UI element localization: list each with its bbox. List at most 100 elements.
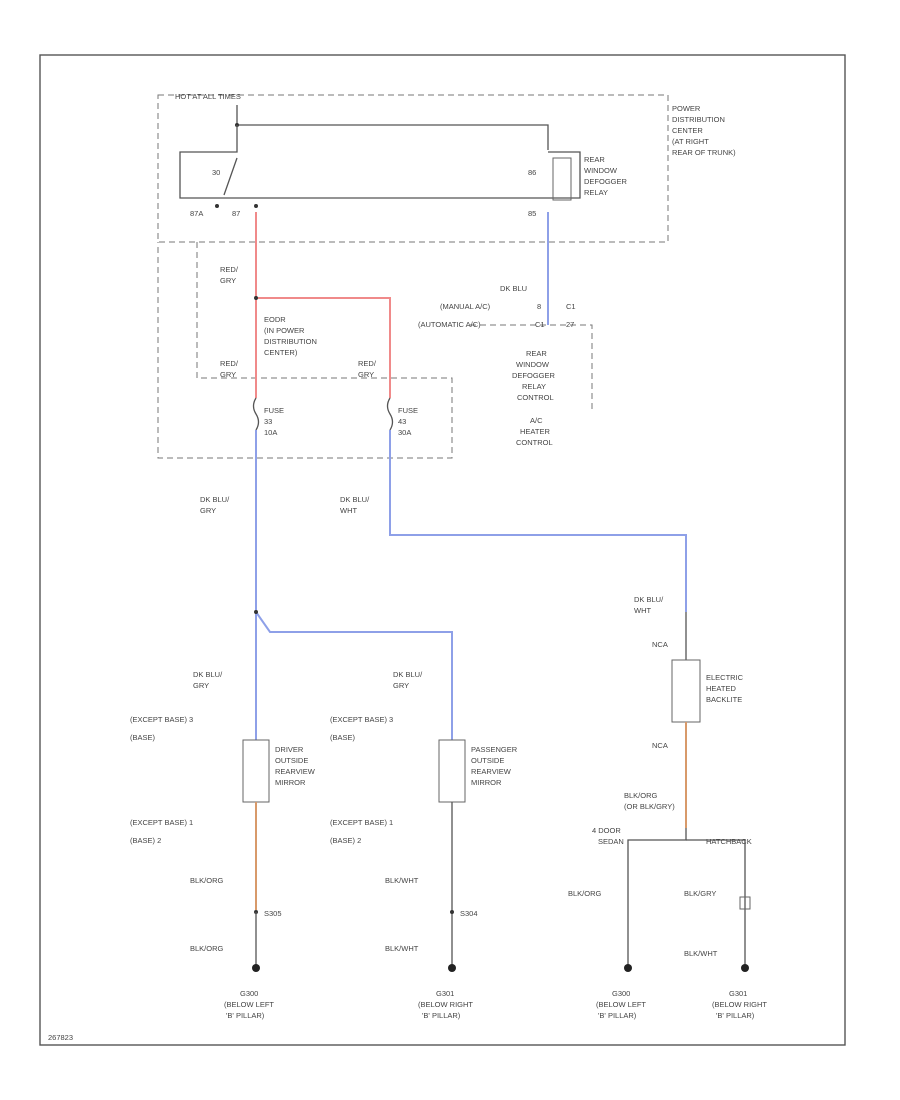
driver-except-base-1: (EXCEPT BASE) 1 — [130, 818, 193, 827]
eodr-junction — [254, 296, 258, 300]
backlite-label: ELECTRIC HEATED BACKLITE — [706, 673, 744, 704]
svg-text:GRY: GRY — [200, 506, 216, 515]
backlite-gnd-hatch — [686, 839, 746, 965]
splice-s305-label: S305 — [264, 909, 282, 918]
svg-text:MIRROR: MIRROR — [275, 778, 306, 787]
ground-g301-mid-label: G301 (BELOW RIGHT 'B' PILLAR) — [418, 989, 473, 1020]
svg-text:G300: G300 — [612, 989, 630, 998]
driver-base-2: (BASE) 2 — [130, 836, 161, 845]
svg-text:MIRROR: MIRROR — [471, 778, 502, 787]
svg-text:GRY: GRY — [220, 276, 236, 285]
svg-text:REAR OF TRUNK): REAR OF TRUNK) — [672, 148, 736, 157]
terminal-87 — [254, 204, 258, 208]
pin-87a: 87A — [190, 209, 203, 218]
svg-text:DK BLU/: DK BLU/ — [200, 495, 230, 504]
svg-text:DK BLU/: DK BLU/ — [634, 595, 664, 604]
svg-text:'B' PILLAR): 'B' PILLAR) — [716, 1011, 755, 1020]
eodr-outline — [157, 242, 453, 459]
wire-dkblu-gry-left — [255, 430, 453, 740]
svg-text:WINDOW: WINDOW — [584, 166, 618, 175]
hatchback-label: HATCHBACK — [706, 837, 752, 846]
pass-except-base-1: (EXCEPT BASE) 1 — [330, 818, 393, 827]
battery-bus — [236, 105, 549, 150]
svg-text:33: 33 — [264, 417, 272, 426]
pin-86: 86 — [528, 168, 536, 177]
backlite-element — [671, 659, 701, 723]
wire-dkblu-wht-mid-label: DK BLU/ WHT — [340, 495, 370, 515]
wire-dkblu-wht-right-label: DK BLU/ WHT — [634, 595, 664, 615]
splice-s304 — [450, 910, 454, 914]
svg-text:GRY: GRY — [393, 681, 409, 690]
svg-text:CENTER: CENTER — [672, 126, 703, 135]
manual-ac-pin: 8 — [537, 302, 541, 311]
svg-text:DK BLU/: DK BLU/ — [193, 670, 223, 679]
svg-text:RED/: RED/ — [220, 359, 239, 368]
relay-switch-arm — [223, 157, 238, 196]
pass-mirror-heater — [438, 739, 466, 803]
svg-text:CENTER): CENTER) — [264, 348, 298, 357]
svg-text:(BELOW LEFT: (BELOW LEFT — [596, 1000, 646, 1009]
svg-text:WINDOW: WINDOW — [516, 360, 550, 369]
svg-text:SEDAN: SEDAN — [598, 837, 624, 846]
svg-text:OUTSIDE: OUTSIDE — [471, 756, 504, 765]
svg-text:ELECTRIC: ELECTRIC — [706, 673, 744, 682]
driver-except-base-3: (EXCEPT BASE) 3 — [130, 715, 193, 724]
driver-wire-blk-org-2: BLK/ORG — [190, 944, 224, 953]
svg-text:DK BLU/: DK BLU/ — [393, 670, 423, 679]
svg-text:HEATER: HEATER — [520, 427, 550, 436]
mirror-splice — [254, 610, 258, 614]
driver-wire-top-label: DK BLU/ GRY — [193, 670, 223, 690]
pdc-label: POWER DISTRIBUTION CENTER (AT RIGHT REAR… — [672, 104, 736, 157]
relay-coil — [552, 157, 572, 201]
wire-red-gry-3: RED/ GRY — [358, 359, 377, 379]
svg-text:POWER: POWER — [672, 104, 701, 113]
svg-text:G301: G301 — [436, 989, 454, 998]
auto-ac-label: (AUTOMATIC A/C) — [418, 320, 481, 329]
ground-g300-right-label: G300 (BELOW LEFT 'B' PILLAR) — [596, 989, 646, 1020]
svg-text:43: 43 — [398, 417, 406, 426]
svg-text:(AT RIGHT: (AT RIGHT — [672, 137, 709, 146]
svg-text:BACKLITE: BACKLITE — [706, 695, 742, 704]
sedan-label: 4 DOOR SEDAN — [592, 826, 624, 846]
svg-text:4 DOOR: 4 DOOR — [592, 826, 621, 835]
hot-label: HOT AT ALL TIMES — [175, 92, 241, 101]
svg-text:DISTRIBUTION: DISTRIBUTION — [672, 115, 725, 124]
diagram-id: 267823 — [48, 1033, 73, 1042]
svg-text:WHT: WHT — [634, 606, 651, 615]
svg-text:RELAY: RELAY — [522, 382, 546, 391]
svg-text:(IN POWER: (IN POWER — [264, 326, 305, 335]
ground-g301-right — [741, 964, 749, 972]
svg-text:DRIVER: DRIVER — [275, 745, 304, 754]
eodr-label: EODR (IN POWER DISTRIBUTION CENTER) — [264, 315, 317, 357]
pdc-outline — [157, 94, 669, 243]
svg-text:CONTROL: CONTROL — [516, 438, 553, 447]
svg-text:OUTSIDE: OUTSIDE — [275, 756, 308, 765]
driver-mirror-label: DRIVER OUTSIDE REARVIEW MIRROR — [275, 745, 316, 787]
svg-text:REAR: REAR — [526, 349, 547, 358]
ground-g300-left-label: G300 (BELOW LEFT 'B' PILLAR) — [224, 989, 274, 1020]
wire-red-gry-2: RED/ GRY — [220, 359, 239, 379]
svg-text:RED/: RED/ — [358, 359, 377, 368]
relay-coil-loop — [179, 125, 581, 199]
svg-text:FUSE: FUSE — [398, 406, 418, 415]
svg-text:DK BLU/: DK BLU/ — [340, 495, 370, 504]
svg-text:GRY: GRY — [358, 370, 374, 379]
fuse-43-symbol — [386, 397, 394, 431]
svg-text:A/C: A/C — [530, 416, 543, 425]
backlite-gnd-split — [627, 828, 687, 965]
wire-dkblu-gry-left-label: DK BLU/ GRY — [200, 495, 230, 515]
svg-text:REARVIEW: REARVIEW — [275, 767, 316, 776]
defogger-control-label: REAR WINDOW DEFOGGER RELAY CONTROL — [512, 349, 556, 402]
pin-30: 30 — [212, 168, 220, 177]
svg-text:WHT: WHT — [340, 506, 357, 515]
svg-text:'B' PILLAR): 'B' PILLAR) — [598, 1011, 637, 1020]
diagram-border — [39, 54, 846, 1046]
driver-base: (BASE) — [130, 733, 156, 742]
relay-label: REAR WINDOW DEFOGGER RELAY — [584, 155, 628, 197]
svg-text:G300: G300 — [240, 989, 258, 998]
driver-mirror-heater — [242, 739, 270, 803]
fuse-33-symbol — [252, 397, 260, 431]
svg-text:HEATED: HEATED — [706, 684, 736, 693]
svg-text:(BELOW RIGHT: (BELOW RIGHT — [418, 1000, 473, 1009]
ground-g300-left — [252, 964, 260, 972]
